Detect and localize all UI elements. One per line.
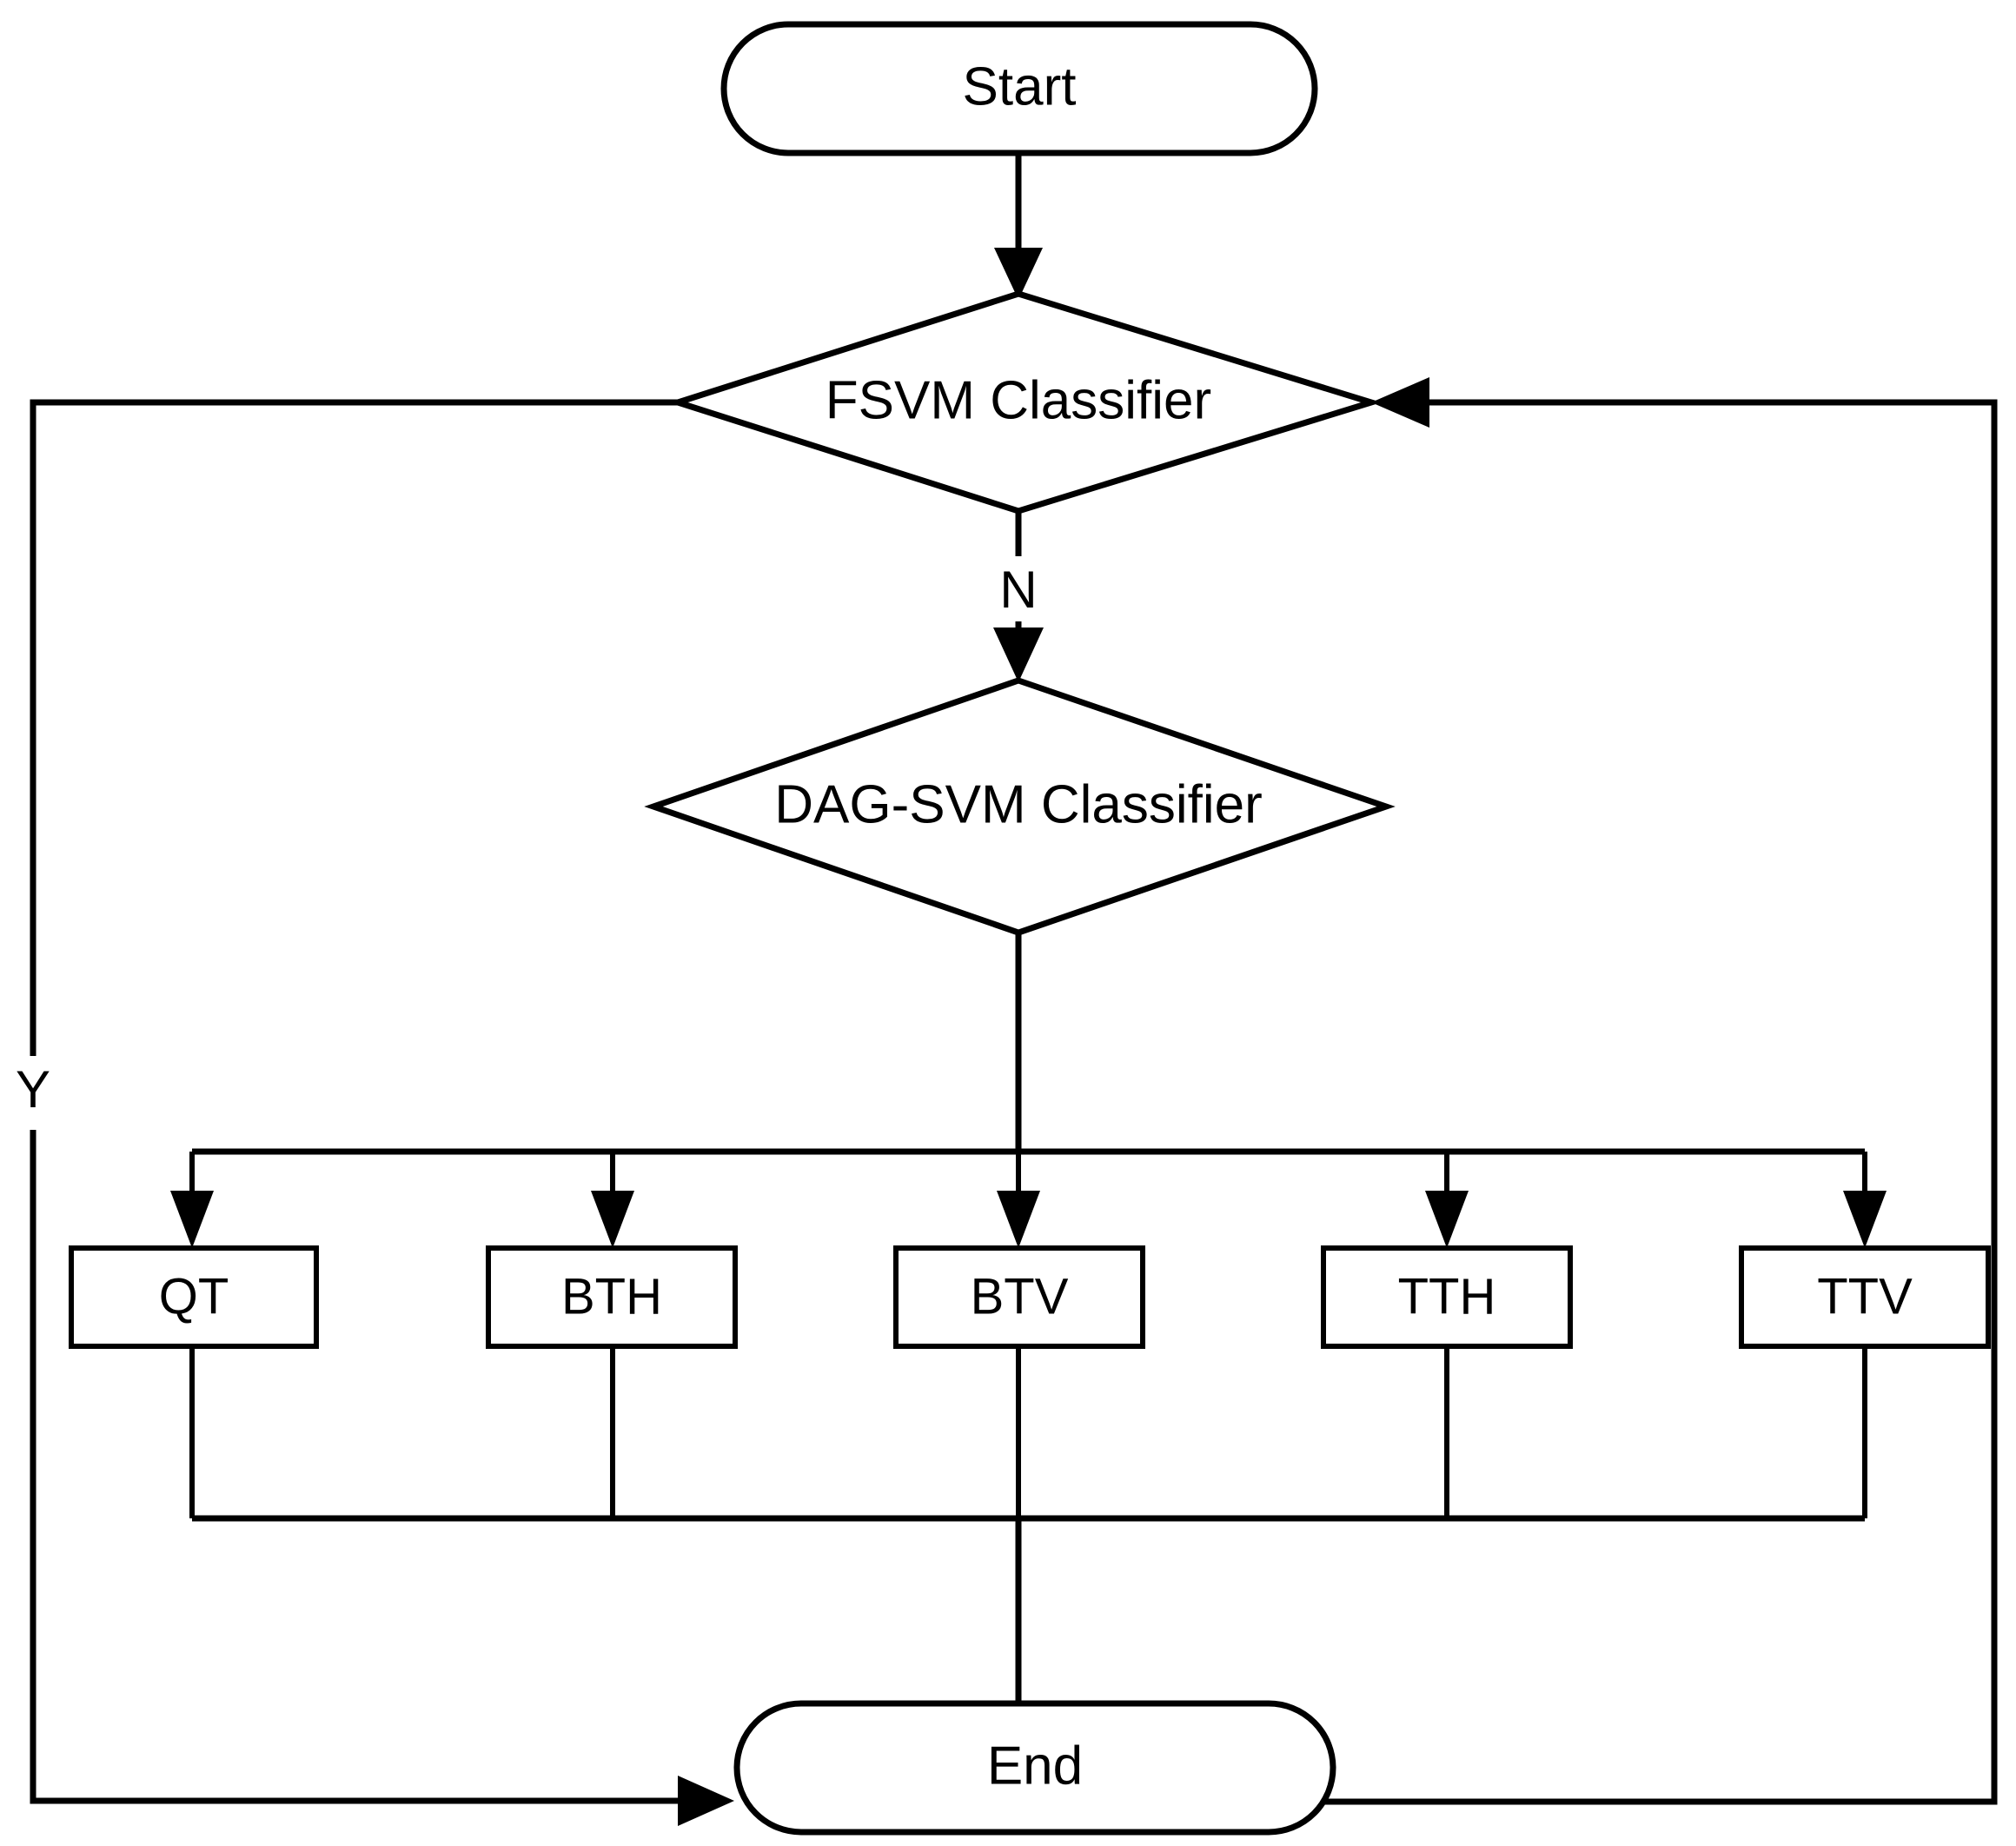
arrowhead-down <box>170 1191 214 1248</box>
node-dagsvm-classifier[interactable]: DAG-SVM Classifier <box>644 677 1396 936</box>
node-tth-label: TTH <box>1398 1268 1496 1325</box>
node-dagsvm-classifier-label: DAG-SVM Classifier <box>774 774 1263 834</box>
edge-fsvm-to-dagsvm <box>993 513 1044 682</box>
node-ttv-label: TTV <box>1817 1268 1913 1325</box>
edge-start-to-fsvm <box>994 152 1043 300</box>
node-btv[interactable]: BTV <box>893 1245 1145 1349</box>
edge-dagsvm-fanout <box>170 934 1887 1248</box>
edge-label-yes: Y <box>16 1060 50 1119</box>
arrowhead-down <box>1843 1191 1887 1248</box>
node-btv-label: BTV <box>971 1268 1069 1325</box>
edge-classes-collector <box>189 1346 1867 1522</box>
node-start[interactable]: Start <box>720 21 1318 156</box>
edge-label-no: N <box>999 561 1037 619</box>
arrowhead-down <box>591 1191 634 1248</box>
arrowhead-down <box>1425 1191 1469 1248</box>
arrowhead-down <box>997 1191 1040 1248</box>
node-start-label: Start <box>963 56 1077 116</box>
node-tth[interactable]: TTH <box>1321 1245 1573 1349</box>
edge-fsvm-yes-to-end <box>30 399 734 1826</box>
node-ttv[interactable]: TTV <box>1739 1245 1991 1349</box>
node-bth-label: BTH <box>561 1268 662 1325</box>
arrowhead-down <box>993 628 1044 682</box>
node-qt[interactable]: QT <box>69 1245 319 1349</box>
edge-collector-return-to-fsvm <box>1015 377 1998 1805</box>
arrowhead-left <box>1371 377 1429 428</box>
arrowhead-right <box>678 1776 734 1826</box>
node-fsvm-classifier-label: FSVM Classifier <box>826 370 1211 430</box>
arrowhead-down <box>994 248 1043 300</box>
node-qt-label: QT <box>159 1268 229 1325</box>
node-end-label: End <box>987 1736 1083 1796</box>
node-bth[interactable]: BTH <box>486 1245 738 1349</box>
node-fsvm-classifier[interactable]: FSVM Classifier <box>667 290 1382 515</box>
node-end[interactable]: End <box>733 1700 1336 1836</box>
